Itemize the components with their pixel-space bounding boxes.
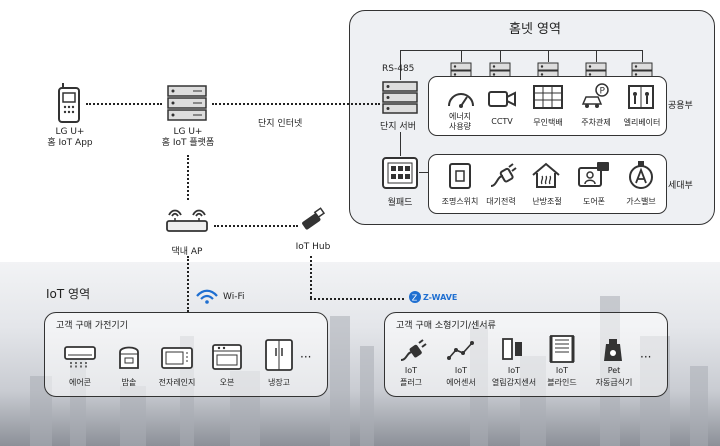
open-sensor-icon bbox=[502, 338, 522, 360]
lg-app-label: LG U+ 홈 IoT App bbox=[47, 127, 93, 148]
wallpad-to-household-line bbox=[419, 172, 429, 173]
appliances-title: 고객 구매 가전기기 bbox=[56, 321, 128, 331]
zwave-label: Z-WAVE bbox=[423, 293, 458, 302]
elevator-icon bbox=[628, 85, 654, 109]
appliance-label-microwave: 전자레인지 bbox=[158, 378, 196, 387]
home-ap-label: 댁내 AP bbox=[171, 247, 203, 257]
server-to-wallpad-line bbox=[400, 132, 401, 156]
appliances-more: ··· bbox=[300, 350, 312, 364]
energy-gauge-icon bbox=[448, 93, 474, 108]
common-side-label: 공용부 bbox=[668, 101, 693, 111]
sensor-pet-top: Pet bbox=[607, 366, 621, 375]
oven-icon bbox=[212, 344, 242, 370]
heating-icon bbox=[532, 162, 560, 188]
sensor-plug-bottom: 플러그 bbox=[399, 378, 423, 387]
bus-drop bbox=[461, 50, 462, 62]
bus-line bbox=[400, 50, 642, 51]
sensor-plug-top: IoT bbox=[404, 366, 418, 375]
bus-drop bbox=[548, 50, 549, 62]
bus-drop bbox=[500, 50, 501, 62]
door-phone-icon bbox=[578, 162, 609, 187]
wallpad-label: 월패드 bbox=[387, 198, 413, 208]
microwave-icon bbox=[161, 347, 193, 369]
plug-standby-icon bbox=[490, 163, 517, 187]
wifi-ap-icon bbox=[166, 209, 208, 232]
blind-icon bbox=[549, 335, 575, 363]
rice-cooker-icon bbox=[119, 346, 139, 369]
rs485-label: RS-485 bbox=[382, 64, 415, 74]
sensor-air-bottom: 에어센서 bbox=[446, 378, 476, 387]
common-item-parking-label: 주차관제 bbox=[581, 118, 611, 127]
app-platform-link bbox=[86, 103, 162, 105]
svg-text:Z: Z bbox=[412, 294, 418, 303]
cctv-camera-icon bbox=[488, 91, 516, 107]
server-icon bbox=[631, 62, 653, 79]
iot-hub-label: IoT Hub bbox=[295, 242, 331, 252]
bus-drop bbox=[400, 50, 401, 80]
wifi-icon bbox=[196, 289, 218, 304]
platform-server-link bbox=[212, 103, 380, 105]
light-switch-icon bbox=[449, 163, 471, 189]
homenet-zone-title: 홈넷 영역 bbox=[509, 22, 561, 37]
hub-zwave-link-vertical bbox=[310, 256, 312, 298]
parking-control-icon: P bbox=[581, 83, 609, 108]
appliance-label-oven: 오븐 bbox=[219, 378, 235, 387]
common-area-box bbox=[428, 76, 667, 136]
household-item-switch-label: 조명스위치 bbox=[441, 197, 479, 206]
svg-text:P: P bbox=[600, 87, 606, 97]
iot-hub-dongle-icon bbox=[302, 207, 326, 230]
mobile-phone-icon bbox=[58, 83, 80, 123]
sensor-blind-bottom: 블라인드 bbox=[547, 378, 577, 387]
household-side-label: 세대부 bbox=[668, 181, 693, 191]
sensors-more: ··· bbox=[640, 350, 652, 364]
sensor-pet-bottom: 자동급식기 bbox=[595, 378, 633, 387]
common-item-cctv-label: CCTV bbox=[491, 117, 513, 126]
air-conditioner-icon bbox=[64, 346, 96, 369]
pet-feeder-icon bbox=[604, 339, 622, 361]
sensor-blind-top: IoT bbox=[555, 366, 569, 375]
bus-drop bbox=[642, 50, 643, 62]
household-item-doorphone-label: 도어폰 bbox=[582, 197, 606, 206]
zwave-logo-icon: Z bbox=[409, 291, 421, 303]
wifi-label: Wi-Fi bbox=[223, 292, 245, 302]
air-sensor-icon bbox=[447, 341, 474, 360]
hub-zwave-link-horizontal bbox=[310, 298, 404, 300]
bus-drop bbox=[596, 50, 597, 62]
platform-ap-link bbox=[187, 155, 189, 200]
complex-internet-label: 단지 인터넷 bbox=[258, 119, 303, 129]
appliance-label-ricecooker: 밥솥 bbox=[121, 378, 137, 387]
sensor-air-top: IoT bbox=[454, 366, 468, 375]
appliance-label-aircon: 에어콘 bbox=[68, 378, 92, 387]
complex-server-icon bbox=[382, 81, 418, 114]
sensor-open-top: IoT bbox=[507, 366, 521, 375]
gas-valve-icon bbox=[629, 161, 653, 189]
wallpad-icon bbox=[382, 157, 418, 189]
iot-plug-icon bbox=[400, 339, 427, 361]
ap-wifi-link bbox=[187, 256, 189, 312]
iot-zone-title: IoT 영역 bbox=[46, 287, 91, 301]
sensor-open-bottom: 열림감지센서 bbox=[491, 378, 537, 387]
common-item-elevator-label: 엘리베이터 bbox=[623, 118, 661, 127]
common-item-energy-label: 에너지 사용량 bbox=[448, 112, 472, 131]
parcel-locker-icon bbox=[533, 85, 563, 109]
refrigerator-icon bbox=[265, 339, 293, 371]
iot-platform-server-icon bbox=[167, 85, 207, 121]
sensors-title: 고객 구매 소형기기/센서류 bbox=[396, 321, 496, 331]
common-item-parcel-label: 무인택배 bbox=[533, 118, 563, 127]
ap-hub-link bbox=[214, 225, 298, 227]
complex-server-label: 단지 서버 bbox=[380, 122, 416, 132]
appliance-label-fridge: 냉장고 bbox=[267, 378, 291, 387]
household-item-standby-label: 대기전력 bbox=[486, 197, 516, 206]
lg-platform-label: LG U+ 홈 IoT 플랫폼 bbox=[161, 127, 215, 148]
household-item-gasvalve-label: 가스밸브 bbox=[626, 197, 656, 206]
household-item-heating-label: 난방조절 bbox=[532, 197, 562, 206]
